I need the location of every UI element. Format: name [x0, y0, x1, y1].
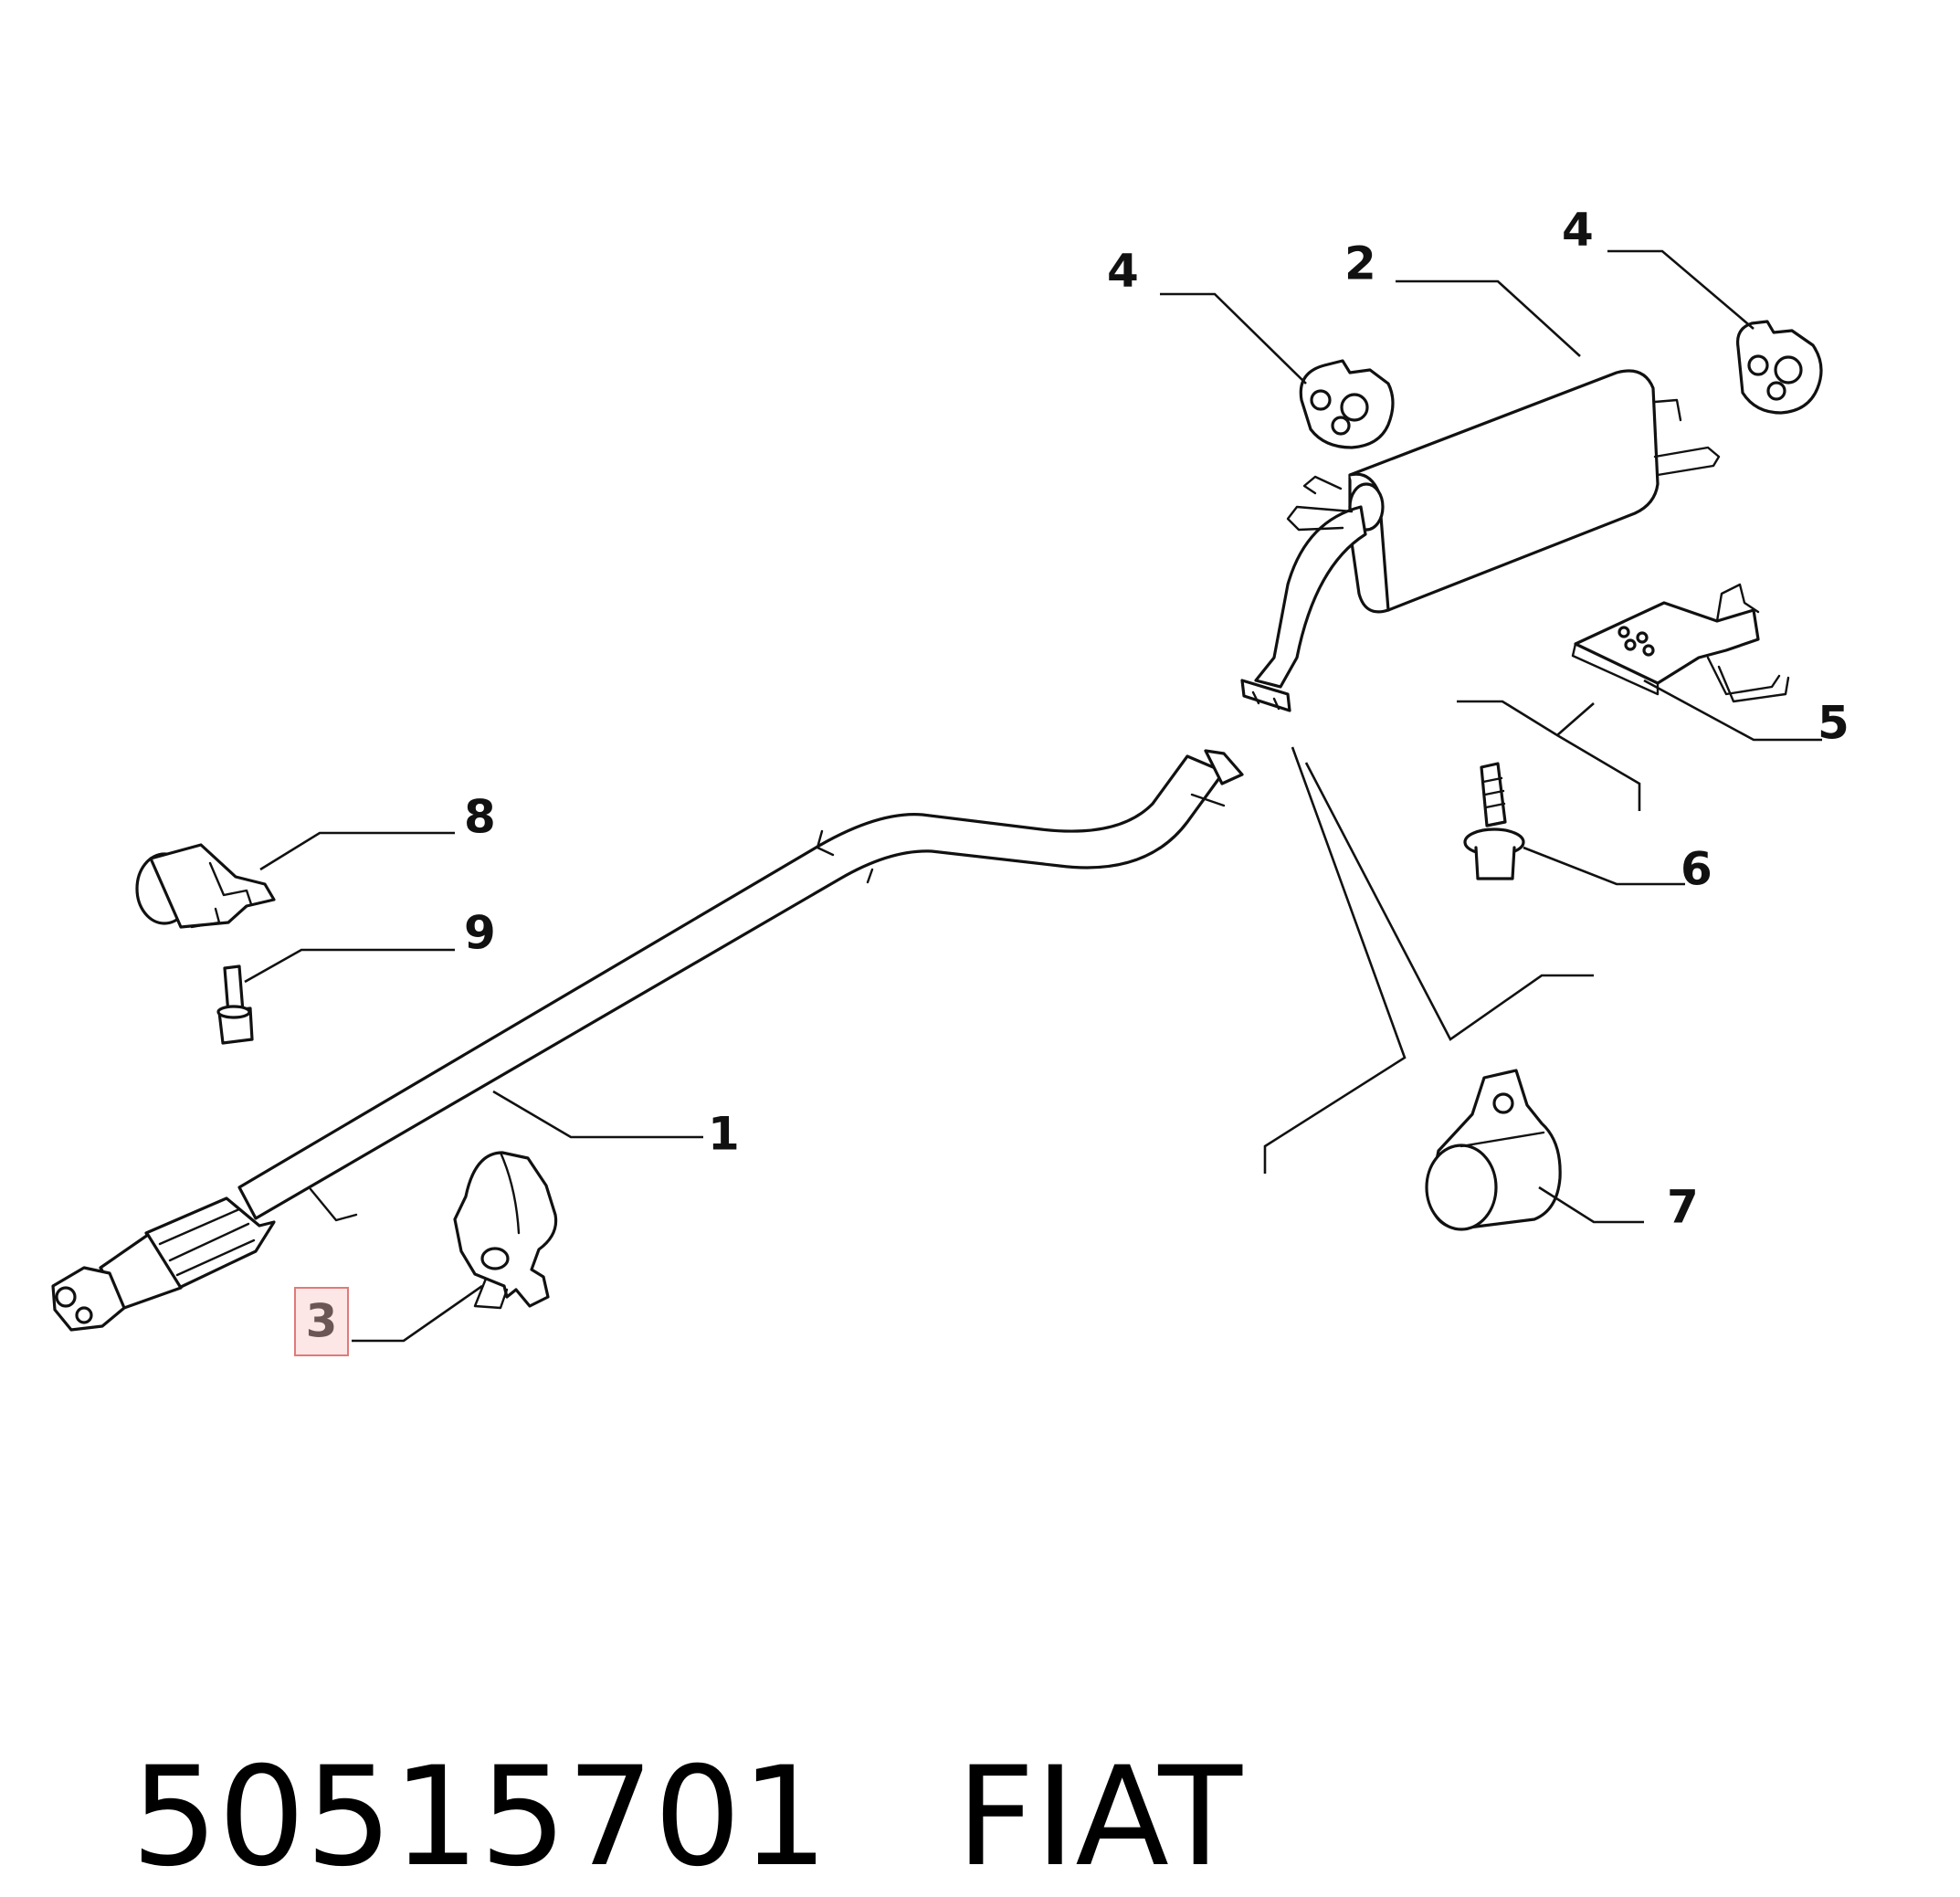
callout-3-box — [294, 1287, 349, 1356]
callout-8[interactable]: 8 — [464, 791, 496, 844]
footer-part-number: 50515701 — [131, 1738, 828, 1897]
callout-5[interactable]: 5 — [1818, 697, 1849, 750]
part-4-rubber-hanger-right[interactable] — [1735, 320, 1823, 415]
part-6-flange-bolt[interactable] — [1463, 762, 1525, 880]
group-bracket-5-6 — [1457, 700, 1641, 811]
part-1-exhaust-pipe[interactable] — [51, 749, 1244, 1332]
leader-2 — [1396, 279, 1581, 357]
part-3-rubber-mount[interactable] — [453, 1151, 558, 1310]
callout-3[interactable]: 3 — [306, 1295, 338, 1348]
leader-3 — [352, 1284, 483, 1343]
callout-2[interactable]: 2 — [1344, 237, 1376, 290]
callout-6[interactable]: 6 — [1681, 843, 1712, 896]
callout-7[interactable]: 7 — [1667, 1181, 1699, 1234]
part-5-bracket[interactable] — [1571, 583, 1790, 703]
leader-5 — [1643, 679, 1822, 742]
leader-4a — [1160, 292, 1307, 385]
callout-4-left[interactable]: 4 — [1107, 245, 1139, 298]
leader-1 — [492, 1090, 703, 1139]
callout-9[interactable]: 9 — [464, 907, 496, 960]
exhaust-system-diagram: 1 2 4 4 5 6 7 8 9 3 — [51, 204, 1849, 1356]
part-7-pipe-clamp[interactable] — [1425, 1069, 1562, 1231]
leader-6 — [1523, 846, 1685, 886]
leader-8 — [259, 831, 455, 871]
part-4-rubber-hanger-left[interactable] — [1299, 359, 1395, 449]
leader-4b — [1607, 249, 1755, 330]
part-2-rear-muffler[interactable] — [1240, 369, 1721, 712]
group-bracket-7 — [1263, 746, 1594, 1174]
callout-3-highlight[interactable]: 3 — [294, 1287, 349, 1356]
part-9-bolt[interactable] — [216, 964, 254, 1045]
part-8-pipe-clip[interactable] — [135, 843, 276, 929]
leader-9 — [244, 948, 455, 984]
callout-1[interactable]: 1 — [708, 1108, 740, 1161]
footer-brand: FIAT — [955, 1738, 1242, 1897]
callout-4-right[interactable]: 4 — [1562, 204, 1594, 257]
leader-7 — [1538, 1186, 1644, 1224]
